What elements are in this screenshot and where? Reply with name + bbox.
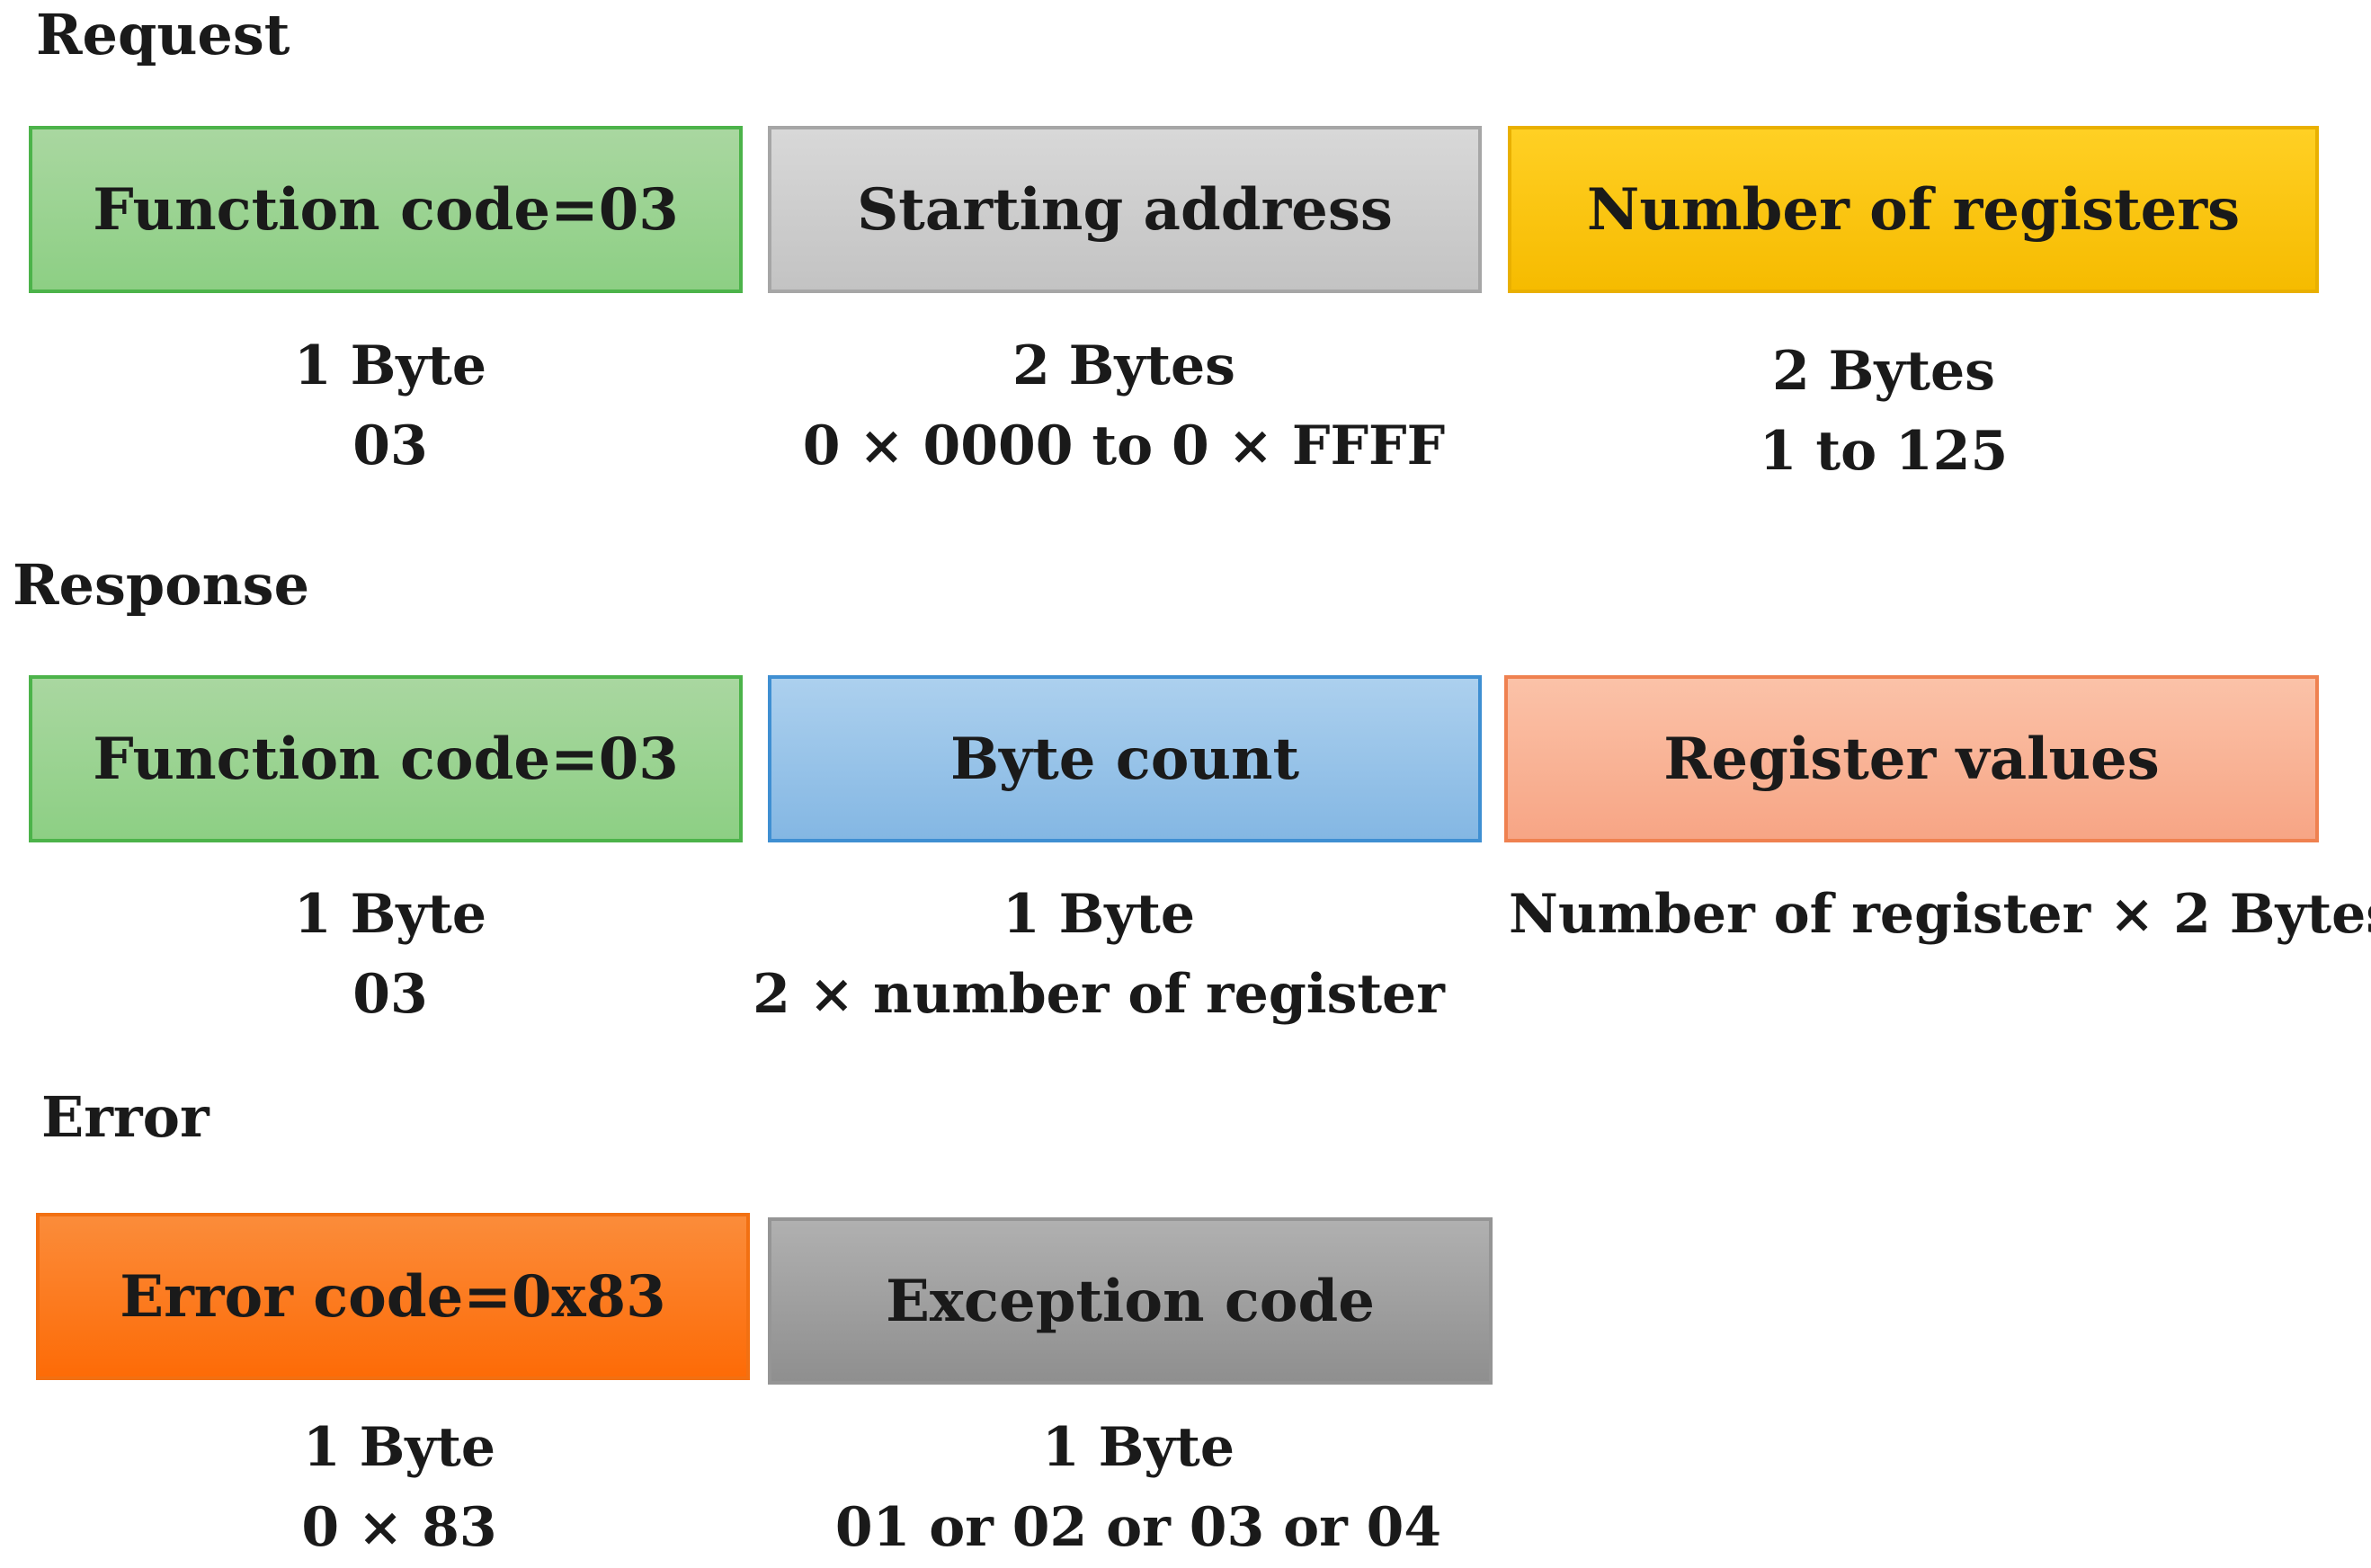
field-label: Function code=03 (93, 725, 679, 793)
request-starting-address-field: Starting address (768, 126, 1482, 293)
field-size: 1 Byte (1041, 1416, 1235, 1479)
exception-code-caption: 1 Byte 01 or 02 or 03 or 04 (779, 1408, 1498, 1568)
field-label: Exception code (886, 1267, 1375, 1335)
request-starting-address-caption: 2 Bytes 0 × 0000 to 0 × FFFF (764, 326, 1484, 486)
field-label: Function code=03 (93, 175, 679, 244)
field-range: 03 (352, 414, 428, 477)
error-code-caption: 1 Byte 0 × 83 (219, 1408, 579, 1568)
request-function-code-field: Function code=03 (29, 126, 743, 293)
field-size: 2 Bytes (1012, 334, 1235, 397)
field-label: Number of registers (1586, 175, 2241, 244)
exception-code-field: Exception code (768, 1217, 1493, 1385)
field-size: 1 Byte (293, 883, 487, 946)
field-label: Register values (1663, 725, 2160, 793)
field-range: 0 × 83 (301, 1495, 497, 1559)
request-number-of-registers-field: Number of registers (1508, 126, 2319, 293)
field-size: 2 Bytes (1772, 340, 1995, 403)
field-size: 1 Byte (302, 1416, 496, 1479)
field-range: 1 to 125 (1759, 419, 2009, 483)
response-byte-count-caption: 1 Byte 2 × number of register (739, 875, 1458, 1035)
response-title: Response (13, 552, 310, 618)
response-function-code-field: Function code=03 (29, 675, 743, 842)
error-code-field: Error code=0x83 (36, 1213, 750, 1380)
field-label: Error code=0x83 (120, 1262, 666, 1331)
field-range: 01 or 02 or 03 or 04 (834, 1495, 1442, 1559)
field-size: 1 Byte (293, 334, 487, 397)
response-byte-count-field: Byte count (768, 675, 1482, 842)
error-title: Error (41, 1084, 209, 1150)
field-range: 0 × 0000 to 0 × FFFF (802, 414, 1446, 477)
request-function-code-caption: 1 Byte 03 (210, 326, 570, 486)
response-register-values-field: Register values (1504, 675, 2319, 842)
field-size: 1 Byte (1002, 883, 1196, 946)
field-label: Starting address (857, 175, 1393, 244)
response-function-code-caption: 1 Byte 03 (210, 875, 570, 1035)
field-label: Byte count (949, 725, 1300, 793)
response-register-values-caption: Number of register × 2 Bytes (1509, 875, 2371, 955)
field-size: Number of register × 2 Bytes (1509, 883, 2371, 946)
field-range: 2 × number of register (753, 962, 1445, 1026)
request-title: Request (36, 2, 290, 67)
field-range: 03 (352, 962, 428, 1026)
request-number-of-registers-caption: 2 Bytes 1 to 125 (1636, 332, 2131, 492)
